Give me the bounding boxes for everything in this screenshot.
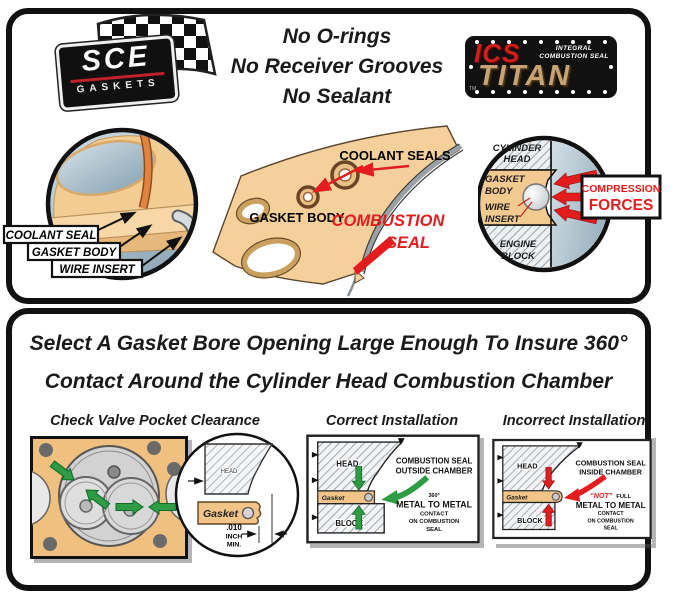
head-label: HEAD bbox=[336, 460, 358, 469]
on-combustion-label: ON COMBUSTION bbox=[588, 518, 634, 524]
sce-logo-box: SCE GASKETS bbox=[55, 34, 179, 112]
cylinder-head-label: CYLINDER bbox=[493, 143, 542, 154]
dim-unit: INCH bbox=[226, 534, 243, 541]
engine-block-label: ENGINE bbox=[500, 239, 537, 250]
claim-line: No Sealant bbox=[282, 85, 392, 108]
ics-product-name: TITAN bbox=[478, 60, 572, 92]
block-label: BLOCK bbox=[517, 516, 543, 525]
combustion-seal-label2: SEAL bbox=[386, 234, 430, 252]
gasket-top-view-diagram: COOLANT SEALS GASKET BODY COMBUSTION SEA… bbox=[212, 125, 463, 297]
cross-section-callouts: COOLANT SEAL GASKET BODY WIRE INSERT bbox=[2, 211, 183, 279]
callout-line2: INSIDE CHAMBER bbox=[579, 468, 643, 477]
ics-tagline: INTEGRAL COMBUSTION SEAL bbox=[539, 45, 609, 60]
compression-forces-box bbox=[580, 174, 662, 220]
correct-title: Correct Installation bbox=[325, 413, 459, 429]
coolant-seals-label: COOLANT SEALS bbox=[339, 148, 451, 163]
contact-label: CONTACT bbox=[598, 511, 625, 517]
full-word: FULL bbox=[616, 494, 631, 500]
cylinder-head-label2: HEAD bbox=[504, 154, 531, 165]
bottom-headline-2: Contact Around the Cylinder Head Combust… bbox=[44, 370, 613, 393]
callout-line1: COMBUSTION SEAL bbox=[396, 457, 473, 466]
dim-value: .010 bbox=[226, 523, 242, 532]
valve-pocket-diagram bbox=[30, 436, 188, 559]
coolant-seal-label: COOLANT SEAL bbox=[6, 230, 97, 242]
gasket-label: Gasket bbox=[322, 495, 346, 502]
compression-label: COMPRESSION bbox=[582, 183, 661, 195]
not-word: “NOT” bbox=[590, 491, 613, 500]
svg-text:“NOT” FULL: “NOT” FULL bbox=[590, 491, 631, 500]
wire-insert-label: WIRE INSERT bbox=[59, 264, 135, 276]
ics-bolt-holes bbox=[469, 40, 613, 94]
ics-titan-logo: ICS INTEGRAL COMBUSTION SEAL TITAN TM bbox=[465, 36, 617, 98]
clearance-detail-diagram: HEAD Gasket .010 INCH MIN. bbox=[174, 432, 300, 558]
gasket-body-label: GASKET BODY bbox=[249, 210, 345, 225]
block-label: BLOCK bbox=[335, 519, 363, 528]
claim-line: No O-rings bbox=[282, 25, 392, 48]
combustion-seal-pointer bbox=[353, 236, 395, 275]
incorrect-title: Incorrect Installation bbox=[502, 413, 646, 429]
gasket-label: Gasket bbox=[203, 508, 239, 520]
engine-block-label2: BLOCK bbox=[501, 251, 536, 262]
dim-min: MIN. bbox=[227, 542, 241, 549]
gasket-body-label: GASKET bbox=[485, 174, 526, 185]
incorrect-installation-diagram: HEAD Gasket BLOCK COMBUSTION SEAL INSIDE… bbox=[492, 438, 652, 540]
wire-insert-label2: INSERT bbox=[485, 214, 521, 225]
metal-label: METAL TO METAL bbox=[396, 500, 473, 510]
head-label: HEAD bbox=[517, 461, 537, 470]
forces-label: FORCES bbox=[589, 197, 654, 214]
wire-insert-label: WIRE bbox=[485, 202, 510, 213]
gasket-cross-section-diagram: COOLANT SEAL GASKET BODY WIRE INSERT bbox=[2, 127, 199, 281]
callout-line1: COMBUSTION SEAL bbox=[576, 459, 647, 468]
seal-label: SEAL bbox=[426, 527, 442, 533]
seal-label: SEAL bbox=[603, 525, 618, 531]
stack-compression-diagram: CYLINDER HEAD GASKET BODY WIRE INSERT EN… bbox=[478, 135, 662, 273]
clamp-arrows bbox=[351, 466, 366, 530]
ics-acronym: ICS bbox=[474, 38, 521, 68]
valve-check-title: Check Valve Pocket Clearance bbox=[50, 413, 260, 429]
head-label: HEAD bbox=[221, 469, 238, 475]
clamp-arrows bbox=[542, 467, 556, 527]
gasket-body-label2: BODY bbox=[485, 186, 514, 197]
clearance-arrows bbox=[49, 460, 177, 515]
sce-gaskets-logo: SCE GASKETS bbox=[52, 12, 224, 120]
correct-installation-diagram: HEAD Gasket BLOCK COMBUSTION SEAL OUTSID… bbox=[306, 434, 480, 544]
on-combustion-label: ON COMBUSTION bbox=[409, 519, 459, 525]
claim-line: No Receiver Grooves bbox=[230, 55, 444, 78]
gasket-body-label: GASKET BODY bbox=[32, 247, 118, 259]
combustion-seal-label: COMBUSTION bbox=[332, 212, 446, 230]
contact-label: CONTACT bbox=[420, 511, 449, 517]
gasket-label: Gasket bbox=[506, 494, 528, 501]
ics-trademark: TM bbox=[469, 86, 477, 92]
claims-text: No O-rings No Receiver Grooves No Sealan… bbox=[217, 22, 457, 112]
deg-label: 360° bbox=[428, 493, 439, 499]
callout-line2: OUTSIDE CHAMBER bbox=[396, 466, 473, 475]
metal-label: METAL TO METAL bbox=[576, 501, 646, 510]
bottom-headline-1: Select A Gasket Bore Opening Large Enoug… bbox=[29, 332, 628, 355]
